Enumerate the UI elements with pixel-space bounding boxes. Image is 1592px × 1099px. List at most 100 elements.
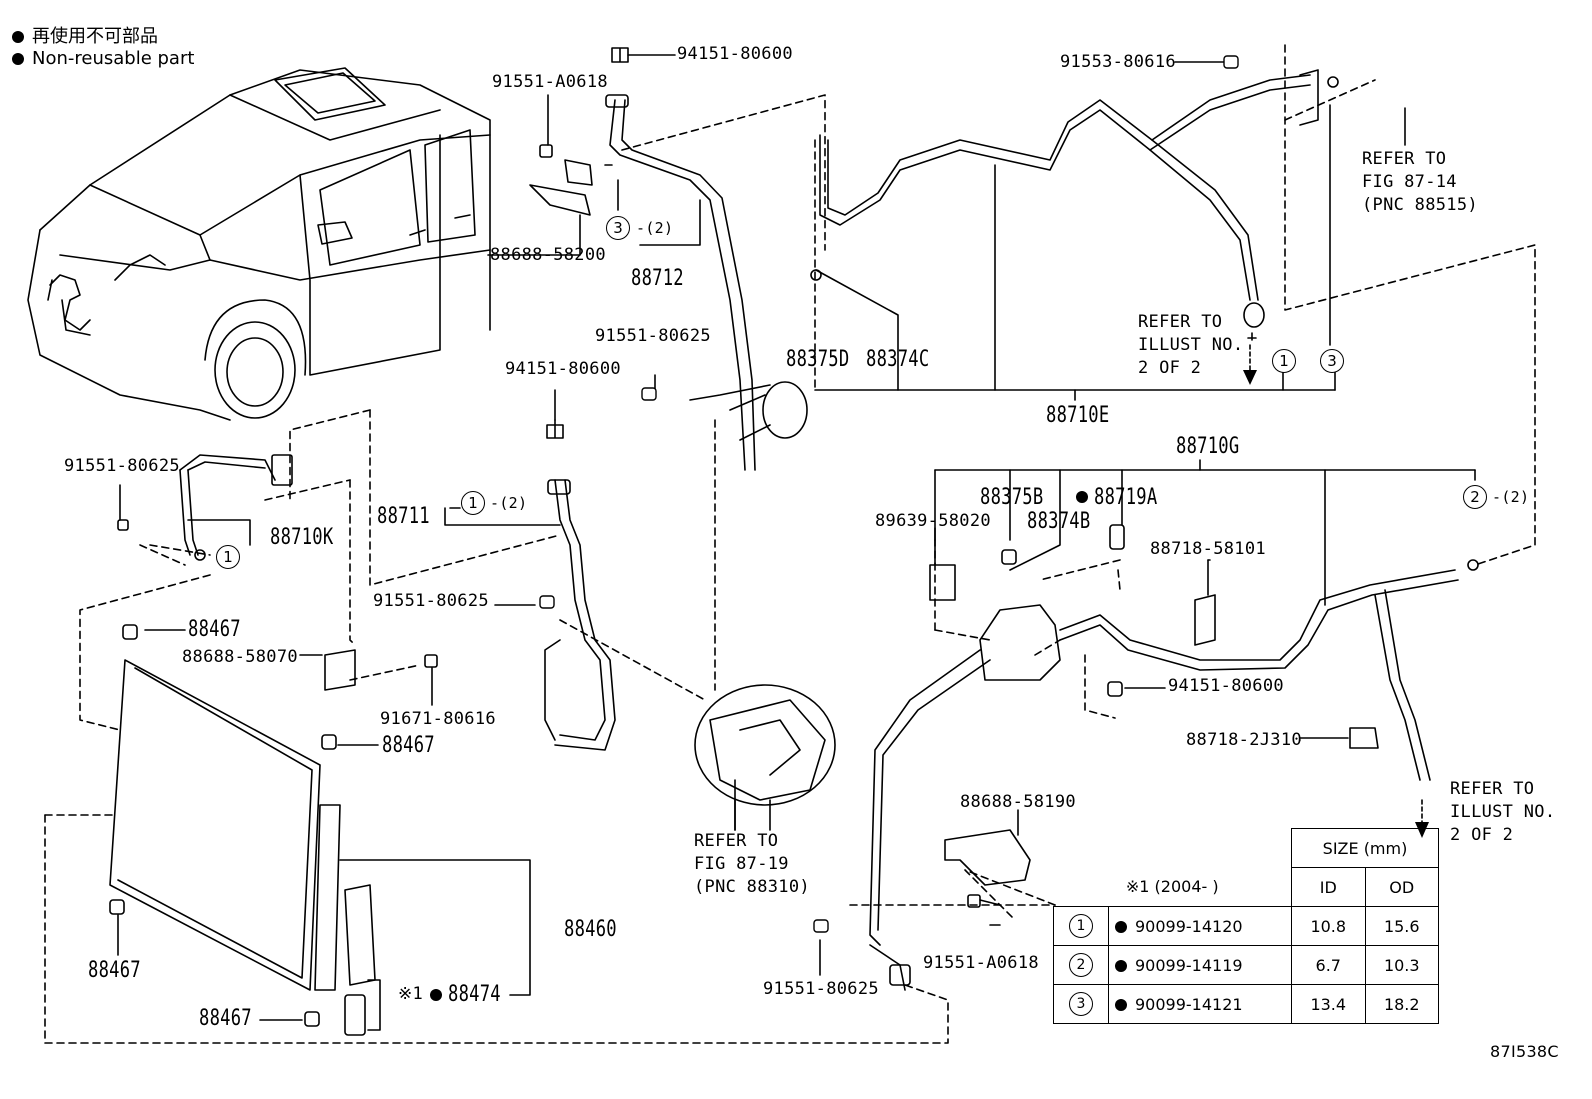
condenser-88460	[109, 624, 531, 1036]
ring-number: 1	[1069, 914, 1093, 938]
part-label: 88712	[631, 266, 684, 291]
part-label: 88718-2J310	[1186, 730, 1302, 750]
part-label: 88688-58070	[182, 647, 298, 667]
part-label: 91553-80616	[1060, 52, 1176, 72]
part-number: 90099-14119	[1135, 955, 1243, 975]
part-label: 88688-58200	[490, 245, 606, 265]
arrow-heads	[1243, 370, 1429, 838]
part-label: 88688-58190	[960, 792, 1076, 812]
legend-japanese: 再使用不可部品	[12, 22, 158, 48]
od-cell: 18.2	[1364, 984, 1439, 1024]
o-ring-size-table: SIZE (mm) ※1 (2004- ) ID OD 1 90099-1412…	[1053, 828, 1439, 1024]
refer-line: REFER TO	[694, 831, 779, 851]
part-label: 91551-80625	[64, 456, 180, 476]
refer-line: (PNC 88515)	[1362, 195, 1478, 215]
part-label: 88467	[88, 958, 141, 983]
refer-line: 2 OF 2	[1450, 825, 1514, 845]
hose-88710k	[117, 454, 293, 561]
part-label: 88375B	[980, 485, 1044, 510]
table-row: 3 90099-14121 13.4 18.2	[1053, 984, 1439, 1024]
part-label: 88375D	[786, 347, 850, 372]
part-label: 91551-80625	[763, 979, 879, 999]
part-label: 94151-80600	[1168, 676, 1284, 696]
non-reusable-dot-icon	[1076, 491, 1088, 503]
table-row: 1 90099-14120 10.8 15.6	[1053, 906, 1439, 946]
part-label: 88718-58101	[1150, 539, 1266, 559]
part-label: 88711	[377, 504, 430, 529]
ring-number: 1	[1272, 349, 1296, 373]
part-label: 88467	[199, 1006, 252, 1031]
id-cell: 6.7	[1291, 945, 1366, 985]
part-label: 94151-80600	[677, 44, 793, 64]
part-label: 91551-A0618	[923, 953, 1039, 973]
refer-note-fig-87-14: REFER TO FIG 87-14 (PNC 88515)	[1362, 148, 1478, 217]
dashed-outlines	[44, 44, 1536, 1044]
part-label: 91551-80625	[595, 326, 711, 346]
part-number-cell: 90099-14121	[1108, 984, 1292, 1024]
compressor-illustration	[694, 684, 836, 831]
pipe-88710g	[869, 469, 1479, 991]
part-label: 94151-80600	[505, 359, 621, 379]
col-od-header: OD	[1364, 867, 1439, 907]
part-label: 88710K	[270, 525, 334, 550]
ring-number: 3	[1069, 992, 1093, 1016]
vehicle-illustration	[27, 67, 491, 421]
refer-line: 2 OF 2	[1138, 358, 1202, 378]
refer-line: REFER TO	[1138, 312, 1223, 332]
table-row: 2 90099-14119 6.7 10.3	[1053, 945, 1439, 985]
part-label: 88710G	[1176, 434, 1240, 459]
bolt-icons	[539, 55, 1239, 933]
part-mark: ※1	[398, 984, 424, 1004]
part-number-cell: 90099-14120	[1108, 906, 1292, 946]
row-number-cell: 1	[1053, 906, 1109, 946]
part-label: 88467	[188, 617, 241, 642]
col-id-header: ID	[1291, 867, 1366, 907]
refer-line: ILLUST NO.	[1450, 802, 1556, 822]
part-number: 90099-14120	[1135, 916, 1243, 936]
ring-number: 3	[606, 216, 630, 240]
refer-line: REFER TO	[1362, 149, 1447, 169]
ring-number: 2	[1463, 485, 1487, 509]
part-label: 89639-58020	[875, 511, 991, 531]
id-cell: 13.4	[1291, 984, 1366, 1024]
table-spacer	[1054, 829, 1292, 868]
bracket-88688-58190	[944, 809, 1031, 908]
non-reusable-dot-icon	[430, 989, 442, 1001]
bracket-88688-58200	[529, 144, 593, 216]
refer-line: ILLUST NO.	[1138, 335, 1244, 355]
row-number-cell: 2	[1053, 945, 1109, 985]
refer-arrows	[1249, 344, 1423, 826]
leader-lines	[117, 54, 1406, 1021]
part-label: 88374B	[1027, 509, 1091, 534]
part-label: 88474	[448, 982, 501, 1007]
refer-line: (PNC 88310)	[694, 877, 810, 897]
pipe-88710e	[810, 69, 1339, 391]
part-label: 88374C	[866, 347, 930, 372]
legend-japanese-text: 再使用不可部品	[32, 26, 158, 47]
part-label: 88710E	[1046, 403, 1110, 428]
figure-code: 87I538C	[1490, 1042, 1559, 1061]
non-reusable-dot-icon	[12, 31, 24, 43]
refer-line: FIG 87-19	[694, 854, 789, 874]
od-cell: 10.3	[1364, 945, 1439, 985]
part-number: 90099-14121	[1135, 994, 1243, 1014]
ring-number: 1	[461, 491, 485, 515]
ring-number: 3	[1320, 349, 1344, 373]
discharge-hose-88711	[544, 419, 616, 751]
non-reusable-dot-icon	[1115, 959, 1127, 972]
od-cell: 15.6	[1364, 906, 1439, 946]
ring-number: 1	[216, 545, 240, 569]
quantity-label: -(2)	[490, 494, 528, 512]
refer-line: FIG 87-14	[1362, 172, 1457, 192]
size-note: ※1 (2004- )	[1053, 867, 1292, 907]
part-label: 88719A	[1094, 485, 1158, 510]
row-number-cell: 3	[1053, 984, 1109, 1024]
id-cell: 10.8	[1291, 906, 1366, 946]
legend-english-text: Non-reusable part	[32, 48, 195, 69]
refer-note-illust-top: REFER TO ILLUST NO. 2 OF 2	[1138, 311, 1243, 380]
size-header: SIZE (mm)	[1291, 828, 1439, 868]
quantity-label: -(2)	[636, 219, 674, 237]
non-reusable-dot-icon	[1115, 998, 1127, 1011]
part-label: 91551-A0618	[492, 72, 608, 92]
